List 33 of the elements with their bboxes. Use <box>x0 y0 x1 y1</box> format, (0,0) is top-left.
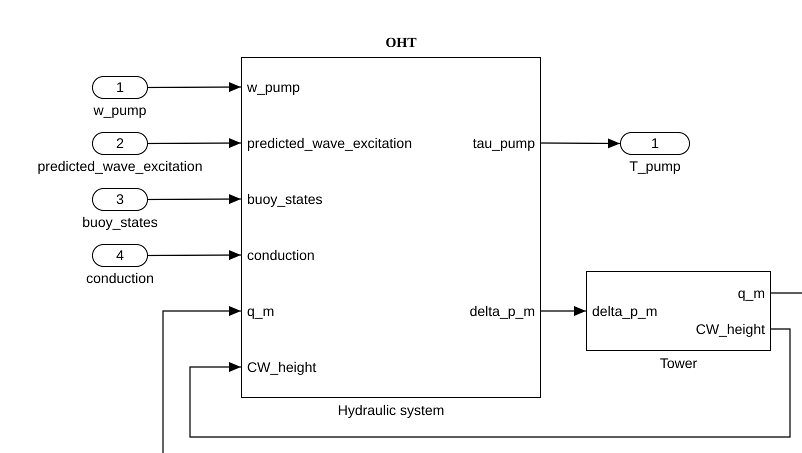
block-caption: Hydraulic system <box>338 402 444 418</box>
port-label: delta_p_m <box>470 301 541 321</box>
port-label: tau_pump <box>472 133 541 153</box>
port-terminal: 1 <box>92 76 148 99</box>
signal-line <box>162 306 241 453</box>
port-label: delta_p_m <box>586 301 658 321</box>
port-label: CW_height <box>696 319 771 339</box>
port-label: q_m <box>738 283 771 303</box>
port-terminal: 2 <box>92 132 148 155</box>
signal-line <box>148 194 241 204</box>
signal-line <box>189 328 791 438</box>
block-caption: Tower <box>660 355 698 371</box>
signal-line <box>541 306 586 316</box>
port-label: conduction <box>241 245 315 265</box>
signal-line <box>148 138 241 148</box>
signal-name: buoy_states <box>82 214 158 230</box>
port-label: w_pump <box>241 77 300 97</box>
port-terminal: 4 <box>92 244 148 267</box>
signal-line <box>148 250 241 260</box>
signal-name: T_pump <box>629 158 681 174</box>
port-label: buoy_states <box>241 189 322 209</box>
diagram-title: OHT <box>384 36 418 52</box>
signal-line <box>771 292 802 294</box>
port-terminal: 3 <box>92 188 148 211</box>
port-label: predicted_wave_excitation <box>241 133 412 153</box>
port-terminal: 1 <box>620 132 690 155</box>
signal-line <box>541 138 620 148</box>
signal-name: conduction <box>86 270 154 286</box>
signal-line <box>148 82 241 92</box>
port-label: CW_height <box>241 357 316 377</box>
signal-name: w_pump <box>94 102 146 118</box>
signal-name: predicted_wave_excitation <box>38 158 202 174</box>
port-label: q_m <box>241 301 274 321</box>
